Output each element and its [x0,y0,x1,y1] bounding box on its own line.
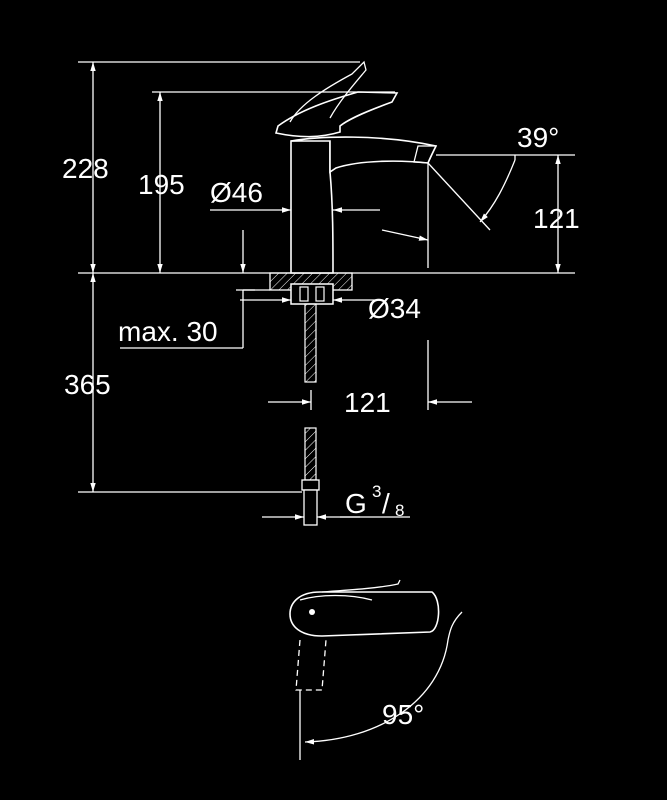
dim-thread-numerator: 3 [372,482,381,501]
top-view-body [289,591,440,637]
dim-total-height: 228 [62,153,109,184]
rotation-arc [304,611,463,745]
mounting-nut [269,272,353,305]
dim-hose-length: 365 [64,369,111,400]
lever-handle-raised [289,60,367,123]
top-view-lever-highlight [299,594,373,601]
dim-body-diameter: Ø46 [210,177,263,208]
top-view: 95° [289,579,463,760]
faucet-body [290,139,334,274]
dim-thread-g: G [345,488,367,519]
top-view-lever-dashed [295,639,327,691]
lever-handle [274,91,399,138]
side-view: 228 195 Ø46 39° 121 Ø34 max. 30 365 121 … [62,60,580,526]
dim-spout-reach: 121 [344,387,391,418]
dim-max-thickness: max. 30 [118,316,218,347]
top-view-center-dot [309,609,315,615]
dim-spout-angle: 39° [517,122,559,153]
dim-thread-slash: / [382,488,390,519]
dim-hole-diameter: Ø34 [368,293,421,324]
dim-thread-denominator: 8 [395,501,404,520]
dim-outlet-height: 121 [533,203,580,234]
top-view-lever [321,579,401,593]
dim-spout-height: 195 [138,169,185,200]
dim-lever-rotation: 95° [382,699,424,730]
supply-hose [301,303,320,526]
